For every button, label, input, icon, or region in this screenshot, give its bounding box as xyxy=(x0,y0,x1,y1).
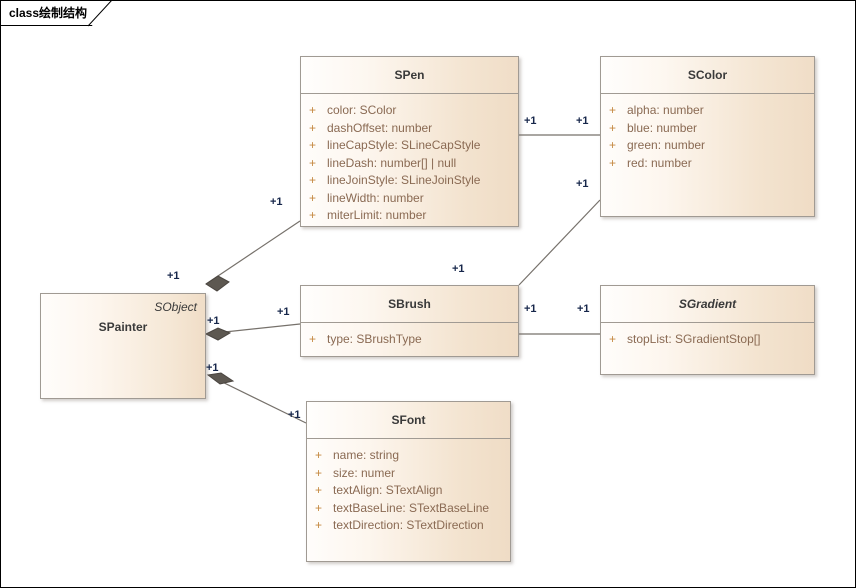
multiplicity-brush-gradient-source: +1 xyxy=(524,303,537,315)
member-label: textDirection: STextDirection xyxy=(333,518,484,532)
visibility-marker: + xyxy=(309,155,317,170)
visibility-marker: + xyxy=(315,518,323,532)
multiplicity-brush-color-source: +1 xyxy=(452,263,465,275)
member-label: textBaseLine: STextBaseLine xyxy=(333,500,490,515)
multiplicity-pen-color-source: +1 xyxy=(524,115,537,127)
visibility-marker: + xyxy=(309,120,317,135)
member-row: + type: SBrushType xyxy=(301,331,518,349)
class-box-scolor[interactable]: SColor + alpha: number + blue: number + … xyxy=(600,56,815,217)
class-box-sfont[interactable]: SFont + name: string + size: numer + tex… xyxy=(306,401,511,562)
member-row: + green: number xyxy=(601,137,814,155)
member-label: type: SBrushType xyxy=(327,332,422,346)
class-members-spen: + color: SColor + dashOffset: number + l… xyxy=(301,94,518,231)
member-label: size: numer xyxy=(333,465,396,480)
visibility-marker: + xyxy=(315,483,323,497)
multiplicity-brush-color-target: +1 xyxy=(576,178,589,190)
member-label: lineJoinStyle: SLineJoinStyle xyxy=(327,173,481,187)
multiplicity-painter-brush-source: +1 xyxy=(207,315,220,327)
member-label: miterLimit: number xyxy=(327,208,427,222)
visibility-marker: + xyxy=(315,465,323,480)
member-label: color: SColor xyxy=(327,103,397,117)
member-row: + dashOffset: number xyxy=(301,120,518,138)
member-label: blue: number xyxy=(627,120,698,135)
visibility-marker: + xyxy=(309,103,317,117)
member-row: + textAlign: STextAlign xyxy=(307,482,510,500)
member-label: lineWidth: number xyxy=(327,190,424,205)
visibility-marker: + xyxy=(309,332,317,346)
link-brush-color xyxy=(518,199,601,286)
multiplicity-painter-font-source: +1 xyxy=(206,362,219,374)
diagram-tab-name: 绘制结构 xyxy=(39,6,88,20)
class-members-sgradient: + stopList: SGradientStop[] xyxy=(601,323,814,355)
visibility-marker: + xyxy=(309,190,317,205)
visibility-marker: + xyxy=(309,208,317,222)
member-row: + size: numer xyxy=(307,465,510,483)
visibility-marker: + xyxy=(609,332,617,346)
member-label: lineDash: number[] | null xyxy=(327,155,457,170)
member-row: + color: SColor xyxy=(301,102,518,120)
member-label: name: string xyxy=(333,448,400,462)
visibility-marker: + xyxy=(609,103,617,117)
class-title-spainter: SPainter xyxy=(98,320,148,334)
class-box-spainter[interactable]: SObject SPainter xyxy=(40,293,206,399)
class-box-spen[interactable]: SPen + color: SColor + dashOffset: numbe… xyxy=(300,56,519,227)
member-row: + blue: number xyxy=(601,120,814,138)
member-row: + miterLimit: number xyxy=(301,207,518,225)
member-row: + stopList: SGradientStop[] xyxy=(601,331,814,349)
multiplicity-painter-pen-target: +1 xyxy=(270,196,283,208)
visibility-marker: + xyxy=(609,138,617,152)
member-row: + lineJoinStyle: SLineJoinStyle xyxy=(301,172,518,190)
visibility-marker: + xyxy=(315,500,323,515)
class-members-scolor: + alpha: number + blue: number + green: … xyxy=(601,94,814,178)
multiplicity-painter-font-target: +1 xyxy=(288,409,301,421)
member-row: + name: string xyxy=(307,447,510,465)
class-stereotype-spainter: SObject xyxy=(154,300,197,314)
member-row: + lineDash: number[] | null xyxy=(301,155,518,173)
link-painter-pen xyxy=(205,220,301,285)
class-members-sbrush: + type: SBrushType xyxy=(301,323,518,355)
member-label: stopList: SGradientStop[] xyxy=(627,332,761,346)
member-row: + textDirection: STextDirection xyxy=(307,517,510,535)
class-box-sbrush[interactable]: SBrush + type: SBrushType xyxy=(300,285,519,357)
member-label: green: number xyxy=(627,138,706,152)
class-title-spen: SPen xyxy=(301,57,518,94)
class-box-sgradient[interactable]: SGradient + stopList: SGradientStop[] xyxy=(600,285,815,375)
visibility-marker: + xyxy=(609,155,617,170)
diagram-tab-kind: class xyxy=(9,5,40,20)
visibility-marker: + xyxy=(309,173,317,187)
member-row: + alpha: number xyxy=(601,102,814,120)
member-row: + lineWidth: number xyxy=(301,190,518,208)
visibility-marker: + xyxy=(309,138,317,152)
class-members-sfont: + name: string + size: numer + textAlign… xyxy=(307,439,510,541)
multiplicity-brush-gradient-target: +1 xyxy=(577,303,590,315)
visibility-marker: + xyxy=(609,120,617,135)
diamond-painter-brush xyxy=(204,327,232,341)
member-row: + textBaseLine: STextBaseLine xyxy=(307,500,510,518)
diamond-painter-pen xyxy=(205,275,230,292)
member-row: + lineCapStyle: SLineCapStyle xyxy=(301,137,518,155)
member-label: alpha: number xyxy=(627,103,704,117)
member-label: red: number xyxy=(627,155,692,170)
class-title-sfont: SFont xyxy=(307,402,510,439)
diamond-painter-font xyxy=(206,372,235,385)
member-row: + red: number xyxy=(601,155,814,173)
multiplicity-painter-pen-source: +1 xyxy=(167,270,180,282)
class-title-scolor: SColor xyxy=(601,57,814,94)
member-label: textAlign: STextAlign xyxy=(333,483,443,497)
visibility-marker: + xyxy=(315,448,323,462)
multiplicity-painter-brush-target: +1 xyxy=(277,306,290,318)
class-title-sgradient: SGradient xyxy=(601,286,814,323)
link-painter-brush xyxy=(205,323,301,335)
member-label: lineCapStyle: SLineCapStyle xyxy=(327,138,481,152)
class-title-sbrush: SBrush xyxy=(301,286,518,323)
member-label: dashOffset: number xyxy=(327,120,433,135)
multiplicity-pen-color-target: +1 xyxy=(576,115,589,127)
